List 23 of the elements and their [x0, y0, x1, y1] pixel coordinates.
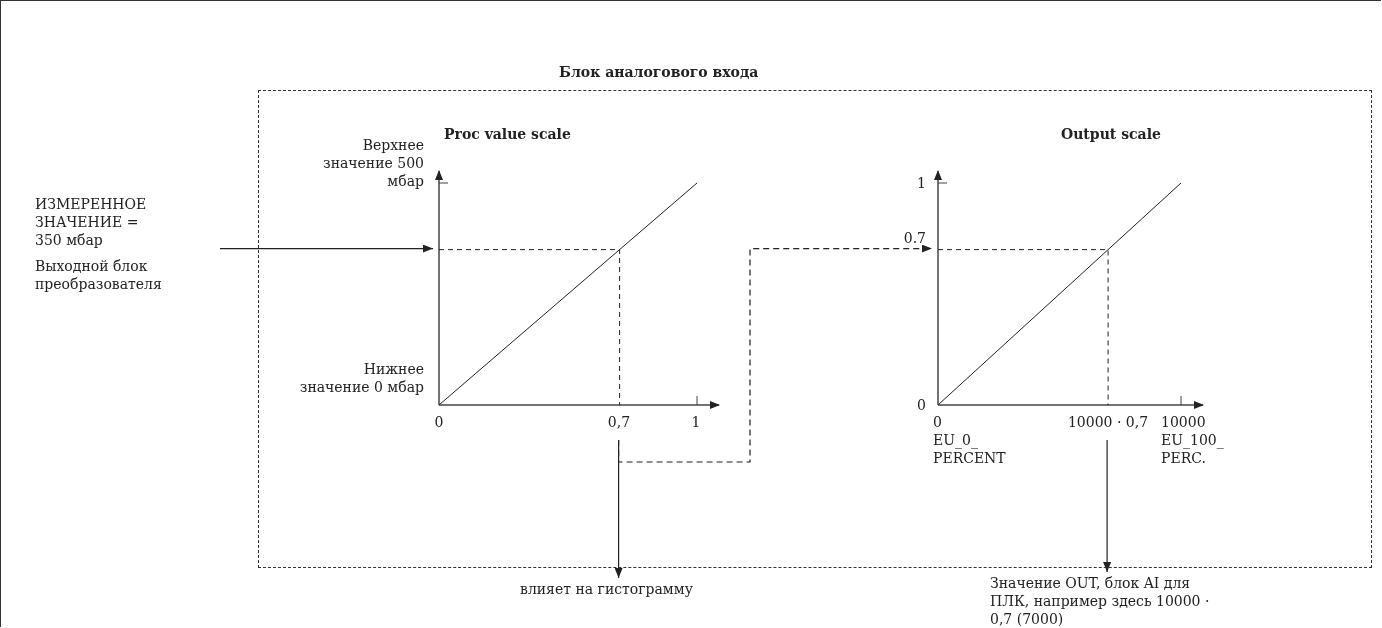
group-title: Блок аналогового входа: [559, 63, 759, 81]
axis-tick-label: 0.7: [902, 229, 926, 247]
axis-tick-label: 0: [433, 413, 445, 431]
scale-limit-label: Верхнее значение 500 мбар: [322, 136, 424, 190]
arrow: [219, 244, 434, 253]
output-note: Значение OUT, блок AI для ПЛК, например здесь 10000 · 0,7 (7000): [990, 574, 1215, 628]
axis-tick-label: 0,7: [606, 413, 632, 431]
axis-tick-label: 1: [916, 174, 926, 192]
source-block-label: Выходной блок преобразователя: [35, 257, 163, 293]
axis-tick-label: 1: [690, 413, 702, 431]
arrow: [614, 439, 623, 579]
chart-title: Proc value scale: [444, 125, 571, 143]
arrow: [618, 244, 933, 463]
range-parameter-label: EU_100_ PERC.: [1161, 431, 1224, 467]
chart-title: Output scale: [1061, 125, 1161, 143]
arrow: [1103, 439, 1112, 573]
axis-tick-label: 0: [933, 413, 943, 431]
range-parameter-label: EU_0_ PERCENT: [933, 431, 1006, 467]
axis-tick-label: 0: [916, 396, 926, 414]
scale-limit-label: Нижнее значение 0 мбар: [298, 360, 424, 396]
axis-tick-label: 10000: [1161, 413, 1207, 431]
output-note: влияет на гистограмму: [520, 580, 750, 600]
measured-value-label: ИЗМЕРЕННОЕ ЗНАЧЕНИЕ = 350 мбар: [35, 195, 148, 249]
